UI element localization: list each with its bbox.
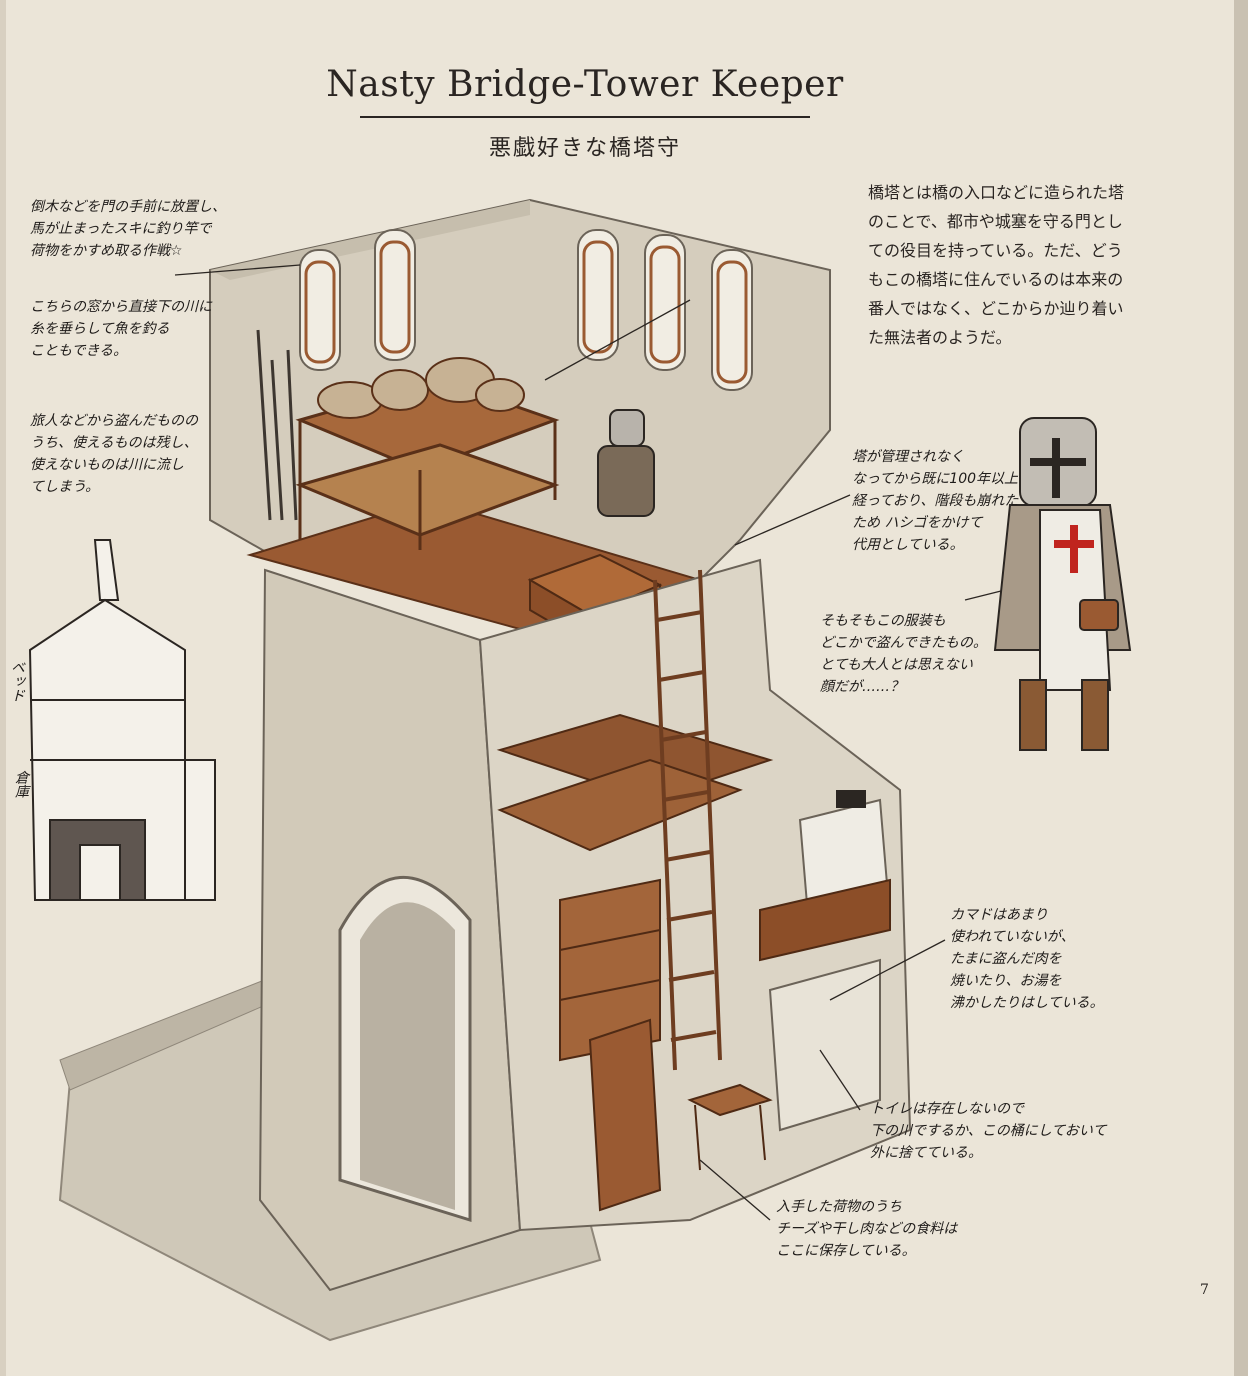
title-rule xyxy=(360,116,810,118)
wooden-door xyxy=(588,1018,662,1212)
hearth xyxy=(759,790,892,1132)
note-window-fishing: こちらの窓から直接下の川に 糸を垂らして魚を釣る こともできる。 xyxy=(30,299,212,359)
tower-top-floor xyxy=(209,198,831,647)
ladder xyxy=(653,569,722,1071)
page-number: 7 xyxy=(1200,1282,1209,1298)
note-loot: 旅人などから盗んだものの うち、使えるものは残し、 使えないものは川に流し てし… xyxy=(30,413,198,495)
description-line: ての役目を持っている。ただ、どう xyxy=(868,241,1123,260)
note-toilet: トイレは存在しないので 下の川でするか、この桶にしておいて 外に捨てている。 xyxy=(870,1101,1107,1161)
description-block: 橋塔とは橋の入口などに造られた塔 のことで、都市や城塞を守る門とし ての役目を持… xyxy=(868,178,1178,352)
knight-in-tower xyxy=(597,409,655,517)
description-line: 橋塔とは橋の入口などに造られた塔 xyxy=(868,183,1125,202)
page-title: Nasty Bridge-Tower Keeper xyxy=(326,64,844,105)
note-sketch-storage: 倉庫 xyxy=(13,770,29,798)
note-ambush: 倒木などを門の手前に放置し、 馬が止まったスキに釣り竿で 荷物をかすめ取る作戦☆ xyxy=(30,199,226,259)
page-edge-left xyxy=(0,0,6,1376)
description-line: 番人ではなく、どこからか辿り着い xyxy=(868,299,1124,318)
annotation-leaders xyxy=(174,264,1006,1221)
page-edge-right xyxy=(1234,0,1248,1376)
note-storage: 入手した荷物のうち チーズや干し肉などの食料は ここに保存している。 xyxy=(776,1199,958,1259)
page-subtitle: 悪戯好きな橋塔守 xyxy=(488,136,681,161)
tower-lower xyxy=(258,558,912,1292)
note-hearth: カマドはあまり 使われていないが、 たまに盗んだ肉を 焼いたり、お湯を 沸かした… xyxy=(950,907,1104,1011)
kitchen-table xyxy=(687,1083,773,1171)
description-line: た無法者のようだ。 xyxy=(868,328,1012,347)
description-line: もこの橋塔に住んでいるのは本来の xyxy=(868,270,1124,289)
storage-shelf xyxy=(559,878,661,1062)
note-sketch-bed: ベッド xyxy=(9,660,25,702)
note-outfit: そもそもこの服装も どこかで盗んできたもの。 とても大人とは思えない 顔だが……… xyxy=(820,613,987,695)
description-line: のことで、都市や城塞を守る門とし xyxy=(868,212,1123,231)
note-ladder: 塔が管理されなく なってから既に100年以上 経っており、階段も崩れた ため ハ… xyxy=(852,449,1019,553)
arched-gate xyxy=(338,875,472,1223)
